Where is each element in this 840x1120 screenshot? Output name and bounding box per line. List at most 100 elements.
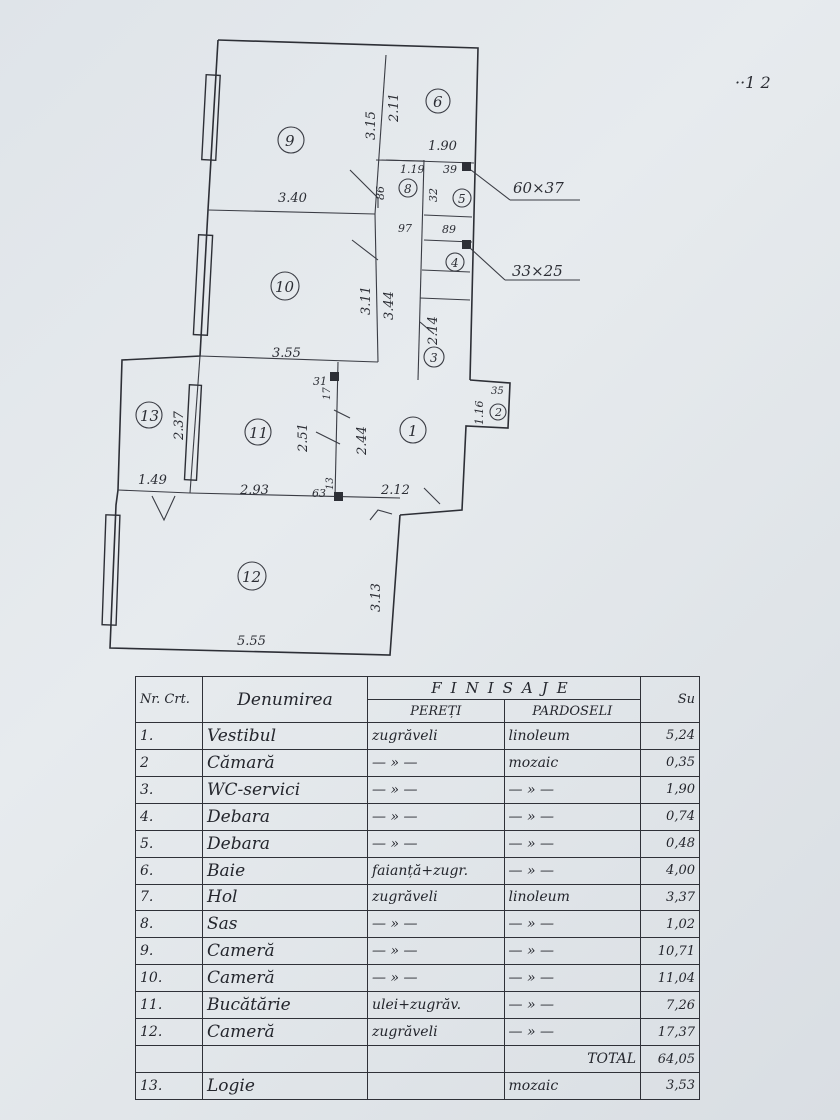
cell-empty [367,1045,505,1073]
header-nr: Nr. Crt. [135,676,203,723]
cell-pereti: — » — [367,910,505,939]
dimension-label: 39 [443,163,457,176]
dimension-label: 1.19 [400,163,425,176]
cell-nr: 9. [135,937,203,966]
cell-pardoseli: linoleum [503,883,641,912]
dimension-label: 2.51 [296,423,311,453]
cell-su: 1,90 [640,775,700,804]
dimension-label: 3.13 [369,583,384,612]
table-row: 3.WC-servici— » —— » —1,90 [135,775,700,804]
cell-nr: 5. [135,829,203,858]
room-number: 6 [433,93,443,111]
vent-size-upper: 60×37 [513,179,564,197]
cell-nr: 13. [135,1071,203,1101]
dimension-label: 2.11 [387,93,402,123]
room-number: 12 [242,568,261,586]
cell-pardoseli: mozaic [503,1071,641,1101]
cell-nr: 10. [135,964,203,993]
header-finisaje: FINISAJE [367,676,641,700]
header-pereti: PEREȚI [367,699,505,723]
dimension-label: 3.11 [359,286,374,315]
cell-su: 3,37 [640,883,700,912]
table-row: 9.Cameră— » —— » —10,71 [135,937,700,966]
header-pardoseli: PARDOSELI [503,699,641,723]
cell-su: 0,48 [640,829,700,858]
dimension-label: 2.44 [355,426,370,456]
cell-nr: 7. [135,883,203,912]
cell-pardoseli: — » — [503,991,641,1020]
dimension-label: 1.49 [138,473,167,488]
dimension-label: 3.44 [382,291,397,320]
cell-su: 5,24 [640,722,700,750]
room-number: 3 [430,351,438,365]
dimension-label: 3.55 [272,346,301,361]
cell-denumirea: Cămară [202,748,368,777]
vent-shafts [330,162,580,501]
cell-empty [135,1045,203,1073]
room-number: 8 [404,182,412,196]
cell-denumirea: Sas [202,910,368,939]
room-number: 2 [494,406,502,419]
cell-nr: 11. [135,991,203,1020]
cell-pardoseli: — » — [503,775,641,804]
cell-pereti: — » — [367,829,505,858]
dimension-label: 2.12 [380,483,410,498]
dimension-label: 32 [427,188,440,202]
cell-pardoseli: — » — [503,856,641,885]
cell-nr: 8. [135,910,203,939]
cell-empty [367,1071,505,1101]
dimension-label: 3.40 [278,191,307,206]
cell-pereti: — » — [367,748,505,777]
cell-pardoseli: — » — [503,1018,641,1047]
dimension-label: 2.14 [426,316,441,346]
cell-denumirea: WC-servici [202,775,368,804]
dimension-label: 1.16 [473,401,486,426]
header-denumirea: Denumirea [202,676,368,723]
cell-pardoseli: — » — [503,802,641,831]
dimension-label: 86 [374,186,387,200]
corner-mark: ··1 2 [735,73,771,92]
cell-su: 0,35 [640,748,700,777]
total-su: 64,05 [640,1045,700,1073]
cell-pereti: — » — [367,937,505,966]
cell-pereti: zugrăveli [367,1018,505,1047]
cell-denumirea: Cameră [202,1018,368,1047]
cell-denumirea: Logie [202,1071,368,1101]
cell-pereti: zugrăveli [367,722,505,750]
dimension-label: 35 [491,386,504,397]
table-row: 10.Cameră— » —— » —11,04 [135,964,700,993]
cell-denumirea: Bucătărie [202,991,368,1020]
cell-pereti: ulei+zugrăv. [367,991,505,1020]
cell-denumirea: Cameră [202,937,368,966]
cell-denumirea: Vestibul [202,722,368,750]
header-su: Su [640,676,700,723]
dimension-label: 97 [398,222,412,235]
cell-pardoseli: — » — [503,937,641,966]
dimension-label: 2.37 [172,410,187,441]
cell-denumirea: Baie [202,856,368,885]
cell-su: 7,26 [640,991,700,1020]
cell-nr: 4. [135,802,203,831]
cell-denumirea: Hol [202,883,368,912]
dimension-label: 5.55 [237,634,266,649]
room-number: 4 [450,256,459,270]
cell-pardoseli: linoleum [503,722,641,750]
cell-denumirea: Cameră [202,964,368,993]
windows [101,73,221,626]
dimension-label: 3.15 [364,111,379,140]
rooms-table: Nr. Crt. Denumirea FINISAJE Su PEREȚI PA… [135,676,700,1101]
cell-su: 3,53 [640,1071,700,1101]
cell-nr: 12. [135,1018,203,1047]
cell-su: 17,37 [640,1018,700,1047]
dimension-label: 31 [313,375,327,388]
cell-pardoseli: mozaic [503,748,641,777]
dimension-label: 2.93 [239,483,269,498]
cell-pereti: faianță+zugr. [367,856,505,885]
table-row: 5.Debara— » —— » —0,48 [135,829,700,858]
